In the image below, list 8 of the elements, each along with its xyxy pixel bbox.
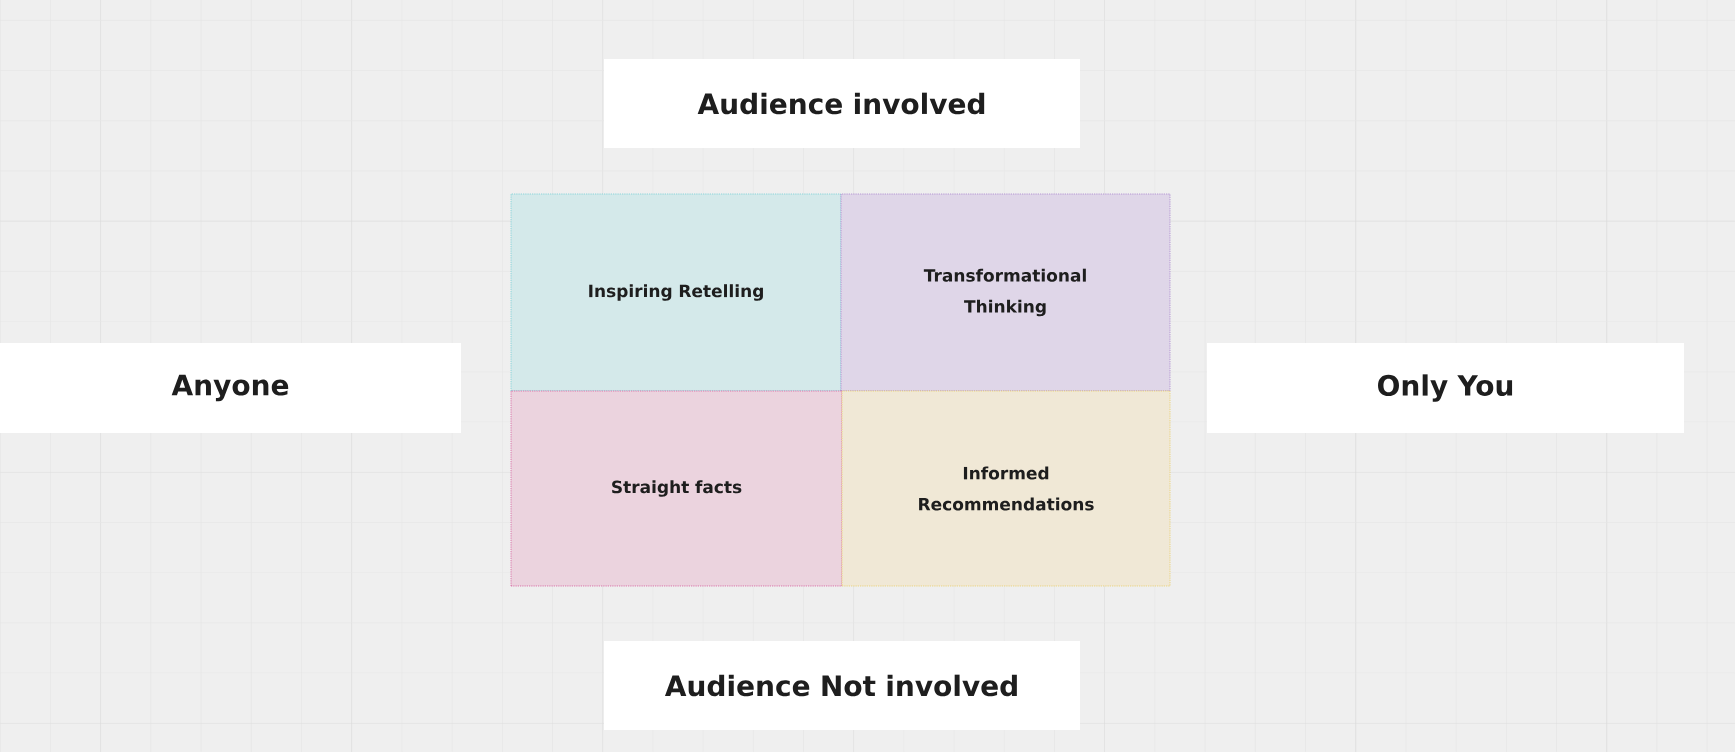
label-box: Only You (1207, 343, 1684, 433)
quadrant-box: Inspiring Retelling (510, 193, 842, 392)
quadrant-box: Straight facts (510, 390, 843, 587)
quadrant-box: Transformational Thinking (840, 193, 1171, 392)
label-box: Audience Not involved (604, 641, 1080, 730)
label-box: Audience involved (604, 59, 1080, 148)
label-box: Anyone (0, 343, 461, 433)
quadrant-box: Informed Recommendations (841, 390, 1171, 587)
